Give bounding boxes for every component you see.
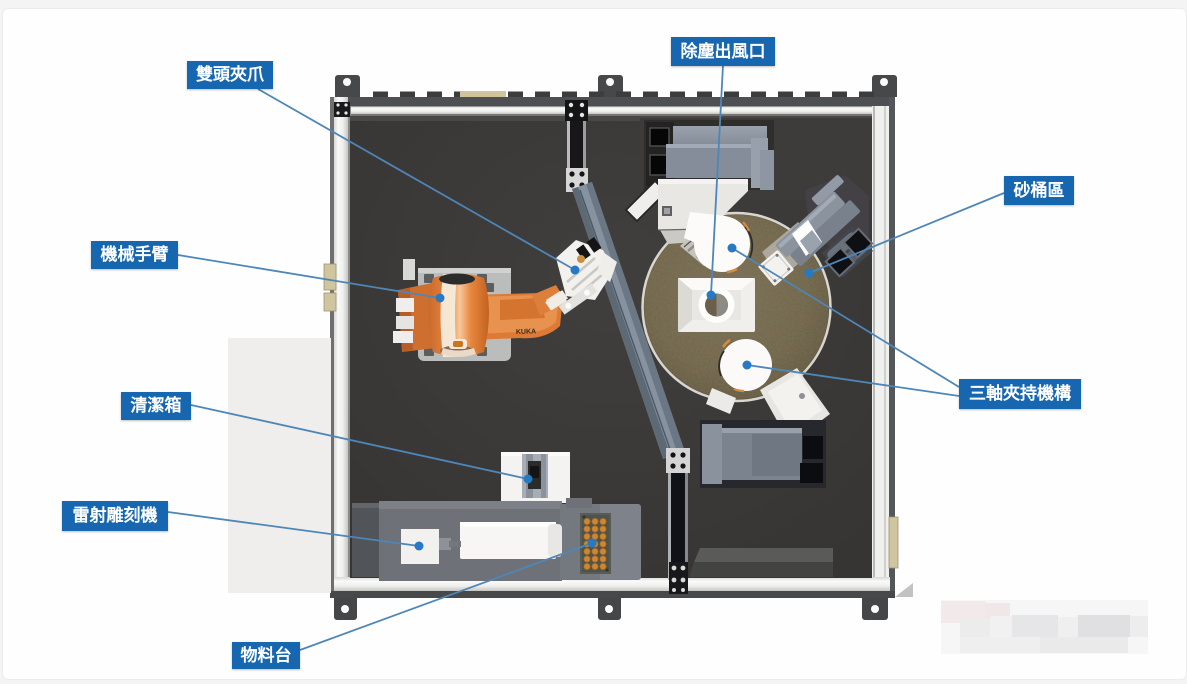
svg-text:KUKA: KUKA bbox=[516, 328, 536, 336]
